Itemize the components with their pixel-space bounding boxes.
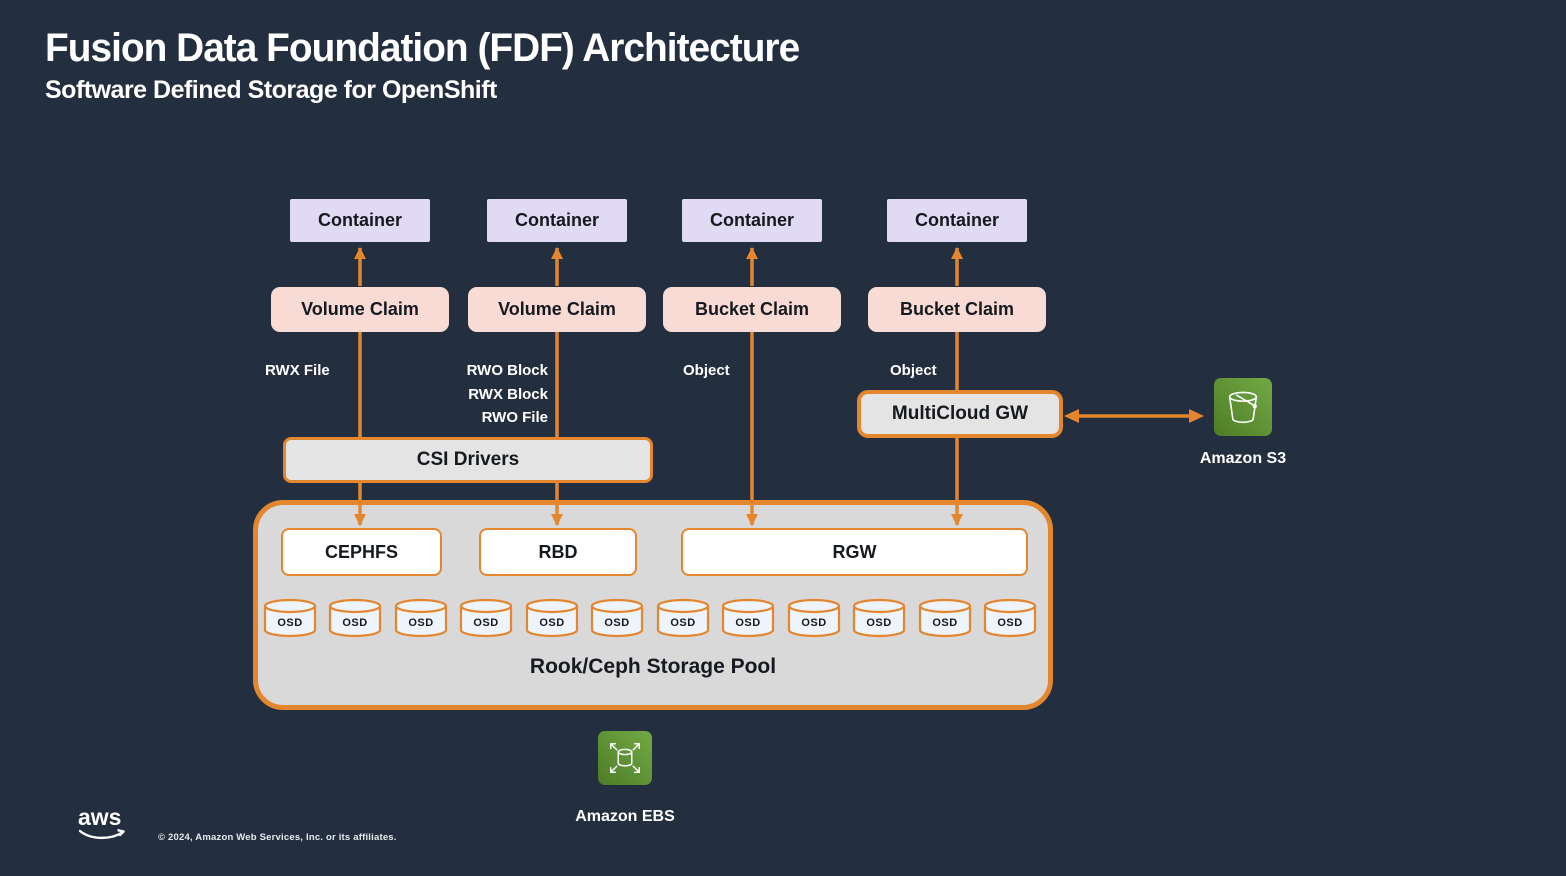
protocol-line-2: RWX Block — [468, 385, 548, 403]
ebs-volume-icon — [598, 731, 652, 785]
aws-smile-icon — [78, 829, 125, 840]
pool-title: Rook/Ceph Storage Pool — [529, 655, 777, 678]
protocol-line-3: RWO File — [481, 409, 548, 426]
s3-label: Amazon S3 — [1199, 450, 1287, 467]
osd-label: OSD — [474, 617, 499, 629]
rbd-box: RBD — [479, 528, 637, 576]
osd-cylinder: OSD — [918, 598, 971, 638]
osd-cylinder: OSD — [656, 598, 709, 638]
arrowhead-left — [1064, 409, 1079, 423]
bucket-claim-box-2: Bucket Claim — [868, 287, 1046, 332]
container-box-2: Container — [487, 199, 627, 242]
osd-label: OSD — [866, 617, 891, 629]
osd-label: OSD — [539, 617, 564, 629]
osd-cylinder: OSD — [525, 598, 578, 638]
csi-drivers-box: CSI Drivers — [283, 437, 653, 483]
osd-cylinder: OSD — [591, 598, 644, 638]
s3-bucket-glyph — [1228, 391, 1258, 424]
protocol-label-block-file: RWO Block RWX Block RWO File — [360, 359, 548, 430]
page-subtitle: Software Defined Storage for OpenShift — [45, 76, 497, 104]
container-box-4: Container — [887, 199, 1027, 242]
osd-label: OSD — [932, 617, 957, 629]
osd-label: OSD — [408, 617, 433, 629]
protocol-label-object-1: Object — [683, 362, 730, 379]
osd-label: OSD — [670, 617, 695, 629]
bucket-claim-box-1: Bucket Claim — [663, 287, 841, 332]
volume-claim-box-1: Volume Claim — [271, 287, 449, 332]
copyright-text: © 2024, Amazon Web Services, Inc. or its… — [158, 832, 397, 843]
osd-cylinder: OSD — [722, 598, 775, 638]
aws-logo: aws — [78, 806, 128, 842]
aws-logo-text: aws — [78, 804, 122, 830]
page-title: Fusion Data Foundation (FDF) Architectur… — [45, 26, 800, 70]
osd-label: OSD — [801, 617, 826, 629]
osd-cylinder: OSD — [852, 598, 906, 638]
container-box-1: Container — [290, 199, 430, 242]
protocol-line-1: RWO Block — [466, 362, 548, 379]
protocol-label-rwx-file: RWX File — [265, 362, 330, 379]
osd-label: OSD — [997, 617, 1022, 629]
s3-bucket-icon — [1214, 378, 1272, 436]
osd-label: OSD — [277, 617, 302, 629]
osd-cylinder: OSD — [460, 598, 513, 638]
osd-cylinder: OSD — [787, 598, 840, 638]
osd-cylinder: OSD — [983, 598, 1037, 638]
rgw-box: RGW — [681, 528, 1028, 576]
cephfs-box: CEPHFS — [281, 528, 442, 576]
osd-cylinder: OSD — [263, 598, 317, 638]
protocol-label-object-2: Object — [890, 362, 937, 379]
multicloud-gw-box: MultiCloud GW — [857, 390, 1063, 438]
osd-label: OSD — [736, 617, 761, 629]
volume-claim-box-2: Volume Claim — [468, 287, 646, 332]
osd-row: OSD OSD OSD OSD OSD OSD OSD OSD OSD OSD … — [262, 598, 1038, 638]
osd-label: OSD — [605, 617, 630, 629]
osd-cylinder: OSD — [394, 598, 448, 638]
osd-cylinder: OSD — [329, 598, 382, 638]
osd-label: OSD — [343, 617, 368, 629]
ebs-label: Amazon EBS — [575, 808, 675, 825]
ebs-volume-glyph — [610, 743, 640, 773]
arrowhead-right — [1189, 409, 1204, 423]
container-box-3: Container — [682, 199, 822, 242]
